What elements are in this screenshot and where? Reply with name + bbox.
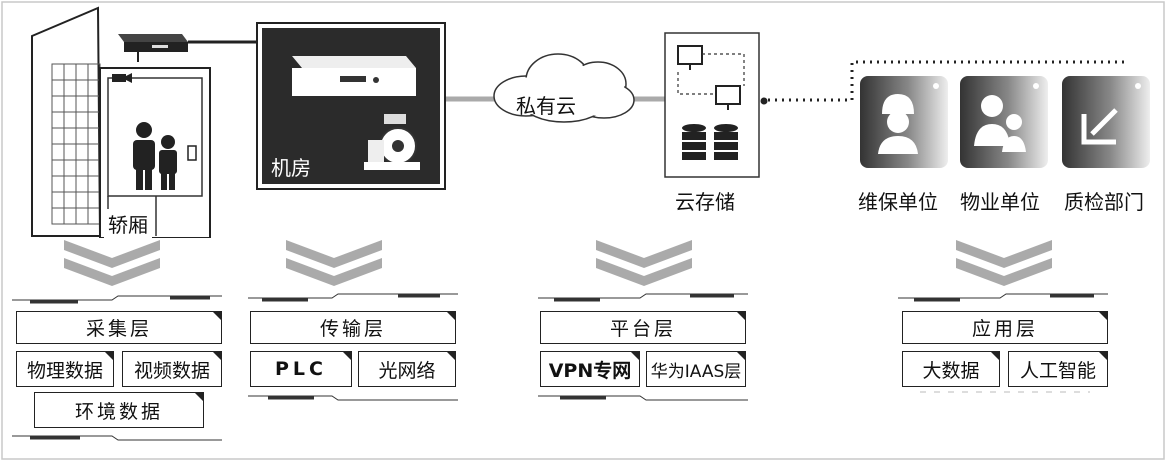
- transmit-item-optical: 光网络: [358, 351, 456, 387]
- property-label: 物业单位: [960, 190, 1040, 214]
- machine-room: [256, 22, 446, 190]
- chevron-down-icon: [596, 240, 692, 286]
- car-label: 轿厢: [104, 209, 152, 238]
- application-item-ai: 人工智能: [1008, 351, 1108, 387]
- private-cloud-label: 私有云: [516, 94, 576, 118]
- maintenance-label: 维保单位: [858, 190, 938, 214]
- people-icon: [133, 122, 177, 190]
- traction-machine-icon: [364, 114, 420, 170]
- transmit-item-plc: PLC: [250, 351, 352, 387]
- dotted-connection-line: [768, 60, 1126, 102]
- cloud-icon: [493, 53, 635, 123]
- platform-item-iaas: 华为IAAS层: [646, 351, 746, 387]
- camera-icon: [112, 73, 132, 83]
- database-icon: [682, 124, 738, 160]
- users-icon: [960, 76, 1048, 168]
- transmit-layer-title: 传输层: [250, 311, 456, 344]
- machine-room-label: 机房: [271, 156, 311, 180]
- quality-label: 质检部门: [1064, 190, 1144, 214]
- collect-item-physical: 物理数据: [16, 351, 114, 387]
- monitor-icon: [677, 45, 741, 110]
- cloud-storage: [664, 32, 768, 178]
- platform-layer-title: 平台层: [540, 311, 746, 344]
- inspection-icon: [1062, 76, 1150, 168]
- application-item-bigdata: 大数据: [902, 351, 1000, 387]
- collect-item-environment: 环境数据: [34, 392, 204, 428]
- chevron-down-icon: [286, 240, 382, 286]
- collect-item-video: 视频数据: [122, 351, 222, 387]
- cloud-storage-label: 云存储: [675, 190, 735, 214]
- chevron-down-icon: [956, 240, 1052, 286]
- chevron-down-icon: [64, 240, 160, 286]
- server-icon: [292, 56, 416, 96]
- application-layer-title: 应用层: [902, 311, 1108, 344]
- collect-layer-title: 采集层: [16, 311, 222, 344]
- worker-icon: [860, 76, 948, 168]
- platform-item-vpn: VPN专网: [540, 351, 640, 387]
- dvr-recorder-icon: [118, 34, 262, 62]
